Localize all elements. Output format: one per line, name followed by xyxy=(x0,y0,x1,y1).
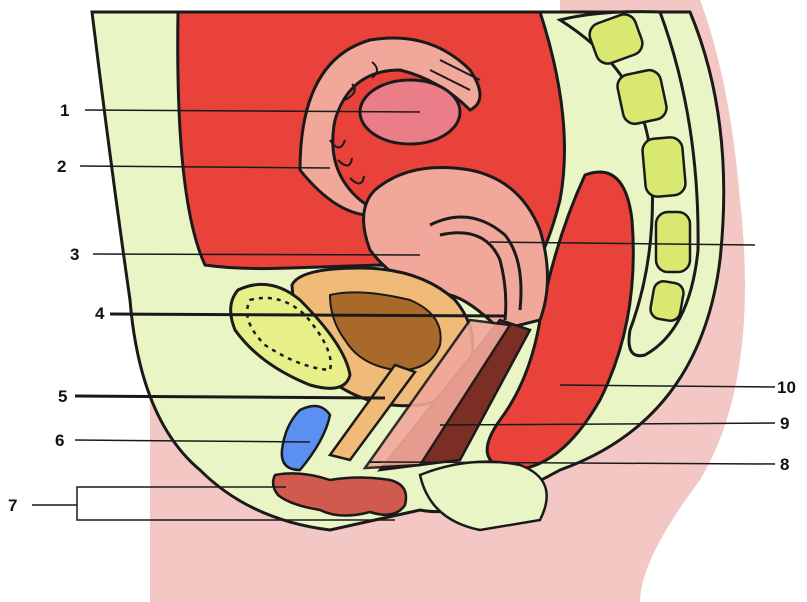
label-9: 9 xyxy=(780,414,789,433)
label-3: 3 xyxy=(70,245,79,264)
label-4: 4 xyxy=(95,304,105,323)
label-6: 6 xyxy=(55,431,64,450)
label-7: 7 xyxy=(8,496,17,515)
leader-line-4 xyxy=(110,314,505,316)
label-10: 10 xyxy=(777,378,796,397)
label-5: 5 xyxy=(58,387,67,406)
leader-line-5 xyxy=(75,396,385,398)
label-2: 2 xyxy=(57,157,66,176)
label-1: 1 xyxy=(60,101,69,120)
label-8: 8 xyxy=(780,455,789,474)
leader-line-3 xyxy=(93,254,420,255)
